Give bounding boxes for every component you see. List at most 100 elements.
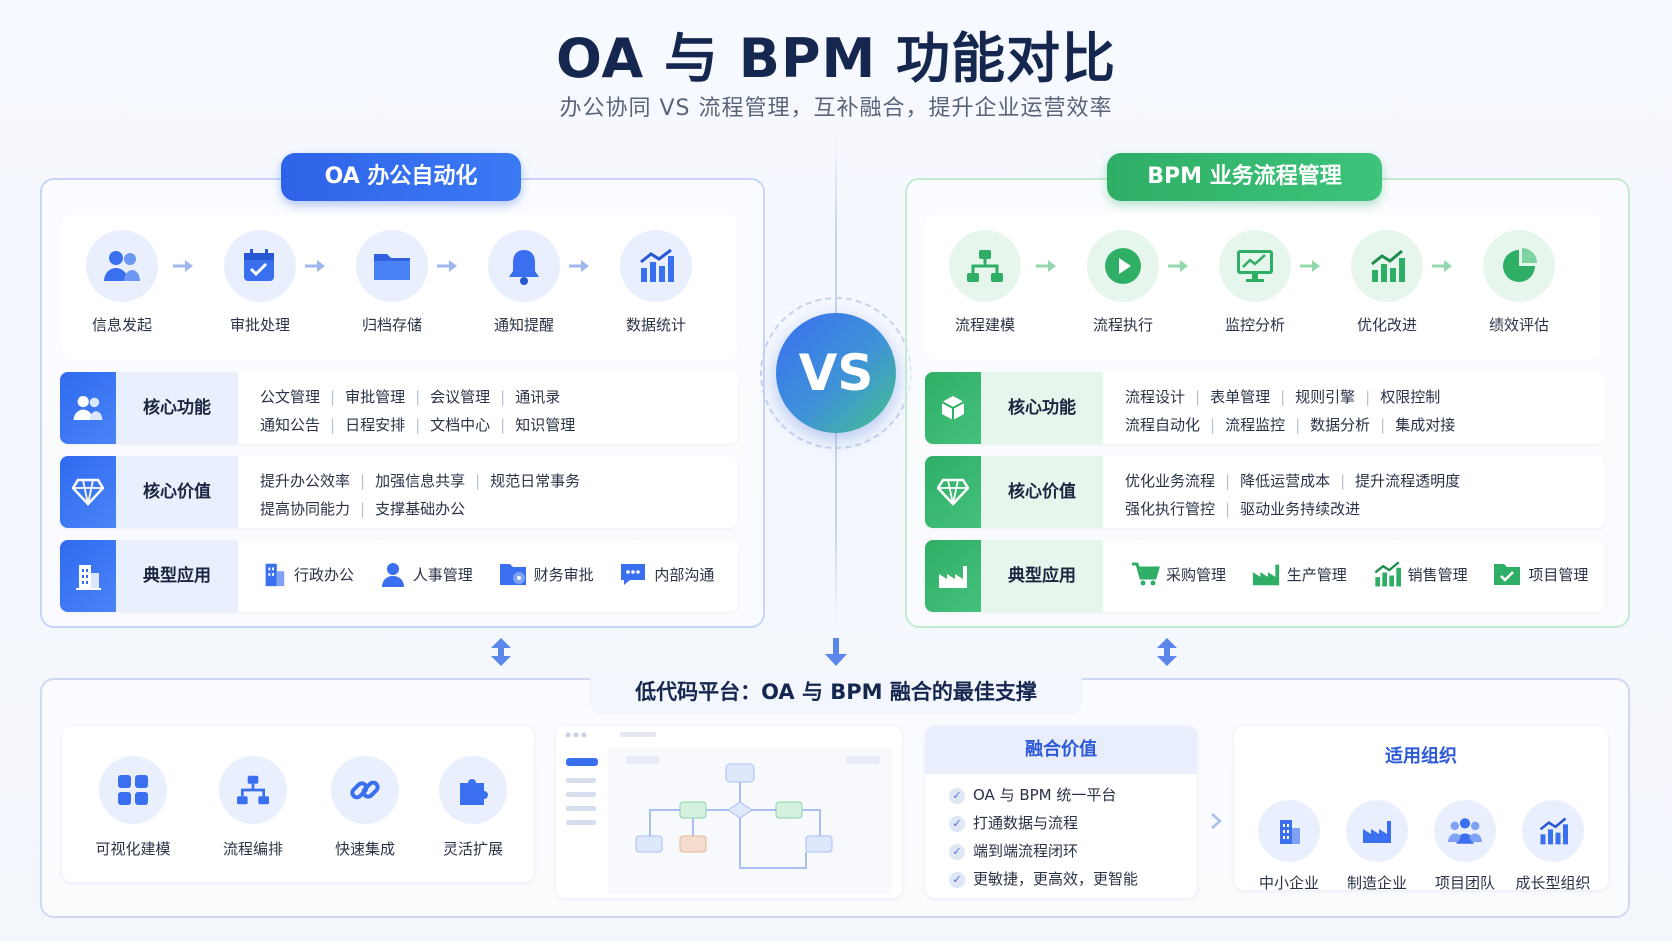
tool-item: 灵活扩展 <box>418 756 528 859</box>
people-icon <box>1448 818 1482 844</box>
bpm-step-5: 绩效评估 <box>1459 230 1579 335</box>
feature-item: 流程设计 <box>1125 388 1186 406</box>
app-item: 财务审批 <box>498 560 594 588</box>
row-title: 核心功能 <box>1008 398 1076 418</box>
puzzle-icon <box>460 779 488 805</box>
building-icon <box>265 563 285 587</box>
oa-step-4: 通知提醒 <box>464 230 584 335</box>
double-arrow-icon <box>491 638 511 666</box>
tool-item: 可视化建模 <box>78 756 188 859</box>
value-item: 提升流程透明度 <box>1355 472 1461 490</box>
applicable-orgs-title: 适用组织 <box>1385 746 1457 767</box>
value-item: 提升办公效率 <box>260 472 351 490</box>
value-item: 强化执行管控 <box>1125 500 1216 518</box>
factory-icon <box>1363 821 1391 843</box>
app-item: 生产管理 <box>1251 560 1347 588</box>
oa-step-label: 数据统计 <box>625 316 686 334</box>
bpm-badge: BPM 业务流程管理 <box>1107 153 1382 201</box>
arrow-right-icon <box>1036 260 1056 272</box>
fusion-value-item: ✓端到端流程闭环 <box>949 840 1078 861</box>
link-icon <box>350 780 380 800</box>
oa-badge: OA 办公自动化 <box>281 153 521 201</box>
diamond-icon <box>60 456 116 528</box>
feature-item: 通知公告 <box>260 416 321 434</box>
org-label: 成长型组织 <box>1515 874 1591 892</box>
bpm-core-function-row: 核心功能 流程设计|表单管理|规则引擎|权限控制 流程自动化|流程监控|数据分析… <box>925 372 1605 444</box>
bpm-flow: 流程建模 流程执行 监控分析 优化改进 绩效评估 <box>925 214 1600 359</box>
org-item: 项目团队 <box>1422 800 1508 893</box>
bpm-core-value-row: 核心价值 优化业务流程|降低运营成本|提升流程透明度 强化执行管控|驱动业务持续… <box>925 456 1605 528</box>
double-arrow-icon <box>1157 638 1177 666</box>
oa-step-1: 信息发起 <box>62 230 182 335</box>
tool-item: 快速集成 <box>310 756 420 859</box>
cart-icon <box>1132 562 1160 586</box>
cube-icon <box>925 372 981 444</box>
org-item: 中小企业 <box>1246 800 1332 893</box>
flow-tree-icon <box>967 250 1003 282</box>
tool-item: 流程编排 <box>198 756 308 859</box>
bpm-step-1: 流程建模 <box>925 230 1045 335</box>
feature-item: 流程自动化 <box>1125 416 1201 434</box>
factory-icon <box>1252 564 1279 586</box>
feature-item: 表单管理 <box>1210 388 1271 406</box>
value-item: 提高协同能力 <box>260 500 351 518</box>
growth-chart-icon <box>1371 249 1405 282</box>
oa-flow: 信息发起 审批处理 归档存储 通知提醒 数据统计 <box>62 214 737 359</box>
app-item: 采购管理 <box>1130 560 1226 588</box>
org-label: 项目团队 <box>1434 874 1495 892</box>
check-icon: ✓ <box>949 843 965 860</box>
oa-step-label: 审批处理 <box>229 316 290 334</box>
applicable-orgs-card: 适用组织 中小企业 制造企业 项目团队 成长型组织 <box>1234 726 1608 893</box>
page-title: OA 与 BPM 功能对比 <box>555 27 1117 90</box>
oa-step-label: 归档存储 <box>361 316 422 334</box>
check-icon: ✓ <box>949 871 965 888</box>
bpm-step-label: 绩效评估 <box>1488 316 1549 334</box>
grid-icon <box>118 775 148 805</box>
oa-step-label: 信息发起 <box>91 316 152 334</box>
arrow-right-icon <box>173 260 193 272</box>
feature-item: 通讯录 <box>515 388 561 406</box>
feature-item: 审批管理 <box>345 388 406 406</box>
folder-settings-icon <box>499 564 526 585</box>
org-item: 成长型组织 <box>1510 800 1596 893</box>
monitor-icon <box>1237 250 1273 282</box>
oa-step-2: 审批处理 <box>200 230 320 335</box>
lowcode-title: 低代码平台：OA 与 BPM 融合的最佳支撑 <box>590 670 1082 714</box>
app-item: 人事管理 <box>379 560 473 588</box>
oa-core-function-row: 核心功能 公文管理|审批管理|会议管理|通讯录 通知公告|日程安排|文档中心|知… <box>60 372 738 444</box>
arrow-right-icon <box>437 260 457 272</box>
oa-step-label: 通知提醒 <box>493 316 554 334</box>
oa-step-5: 数据统计 <box>596 230 716 335</box>
value-item: 降低运营成本 <box>1240 472 1331 490</box>
vs-badge: VS <box>776 313 896 433</box>
arrow-right-icon <box>305 260 325 272</box>
check-icon: ✓ <box>949 815 965 832</box>
people-icon <box>60 372 116 444</box>
row-title: 核心价值 <box>143 482 211 502</box>
feature-item: 公文管理 <box>260 388 321 406</box>
diamond-icon <box>925 456 981 528</box>
chevron-right-icon <box>1211 813 1222 829</box>
folder-icon <box>374 254 410 280</box>
bpm-step-label: 流程建模 <box>954 316 1015 334</box>
arrow-right-icon <box>1168 260 1188 272</box>
bpm-step-4: 优化改进 <box>1327 230 1447 335</box>
app-item: 内部沟通 <box>618 560 714 588</box>
org-label: 制造企业 <box>1346 874 1407 892</box>
oa-typical-app-row: 典型应用 行政办公 人事管理 财务审批 内部沟通 <box>60 540 738 612</box>
check-icon: ✓ <box>949 787 965 804</box>
tools-card: 可视化建模 流程编排 快速集成 灵活扩展 <box>62 726 534 882</box>
org-item: 制造企业 <box>1334 800 1420 893</box>
fusion-value-title: 融合价值 <box>925 726 1197 774</box>
fusion-value-item: ✓打通数据与流程 <box>949 812 1078 833</box>
flow-diagram-illustration <box>565 732 892 894</box>
feature-item: 权限控制 <box>1380 388 1441 406</box>
row-title: 典型应用 <box>1008 566 1076 586</box>
row-title: 典型应用 <box>143 566 211 586</box>
calendar-check-icon <box>244 249 274 281</box>
oa-core-value-row: 核心价值 提升办公效率|加强信息共享|规范日常事务 提高协同能力|支撑基础办公 <box>60 456 738 528</box>
bpm-step-label: 监控分析 <box>1224 316 1285 334</box>
tool-label: 可视化建模 <box>95 840 171 858</box>
building-icon <box>1280 820 1300 844</box>
value-item: 加强信息共享 <box>375 472 466 490</box>
